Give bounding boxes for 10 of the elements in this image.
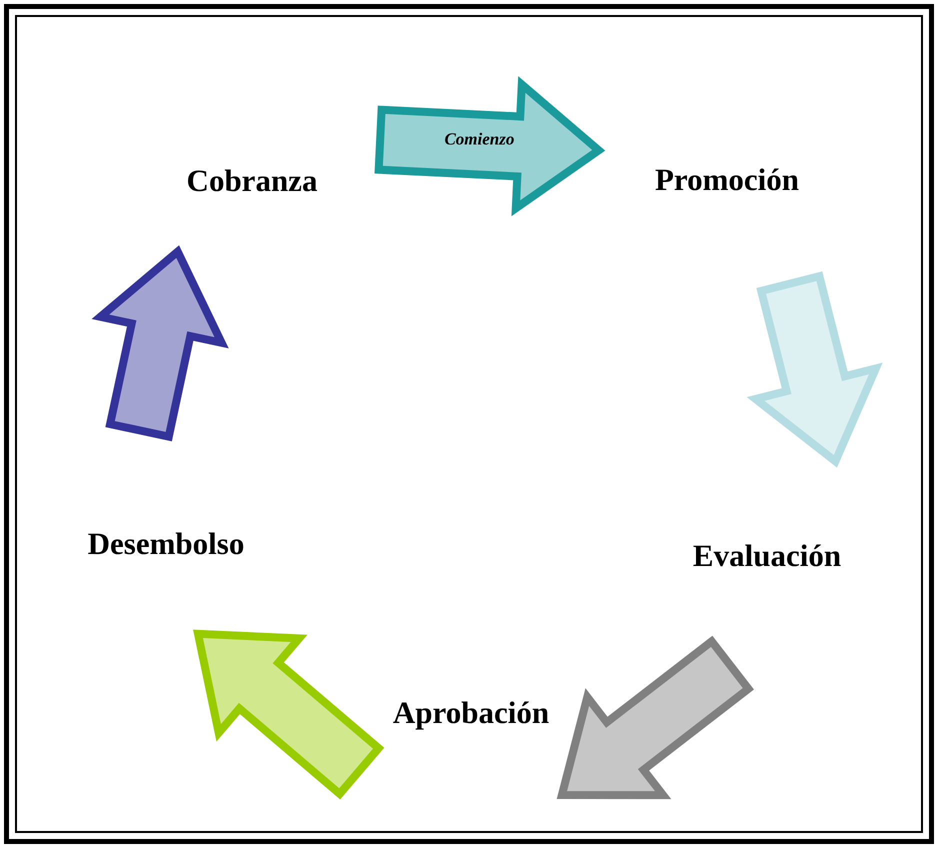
block-arrow (193, 630, 384, 800)
block-arrow (374, 76, 606, 216)
stage-label: Evaluación (692, 532, 842, 580)
block-arrow (746, 271, 883, 468)
stage-label: Promoción (654, 156, 800, 204)
stage-label: Aprobación (392, 690, 550, 736)
block-arrow (556, 636, 754, 800)
stage-label: Cobranza (186, 158, 318, 204)
block-arrow (92, 245, 229, 442)
stage-label: Desembolso (88, 520, 244, 568)
